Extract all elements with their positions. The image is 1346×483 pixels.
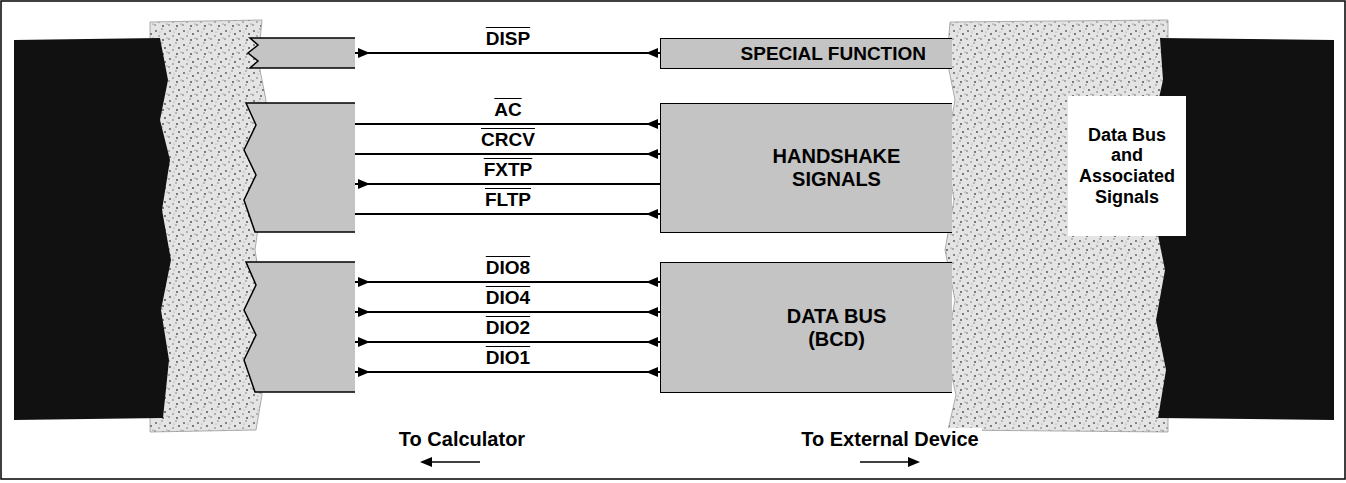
signal-group-tab: HANDSHAKE SIGNALS [660, 103, 952, 233]
group-name: SPECIAL FUNCTION [741, 43, 926, 65]
signal-name: DISP [483, 27, 533, 50]
direction-arrow [420, 457, 920, 467]
side-label-box: Data Bus and Associated Signals [1068, 96, 1186, 236]
signal-name: DIO4 [483, 286, 533, 309]
direction-caption: To Calculator [396, 428, 528, 450]
calculator-band [14, 38, 171, 420]
signal-name: AC [491, 98, 524, 121]
signal-wires [355, 53, 662, 372]
signal-name: FXTP [481, 158, 536, 181]
signal-name: DIO1 [483, 346, 533, 369]
group-name: DATA BUS (BCD) [772, 305, 902, 351]
calculator-tab [244, 103, 355, 232]
direction-caption: To External Device [798, 428, 981, 450]
signal-name: DIO2 [483, 316, 533, 339]
signal-group-tab: SPECIAL FUNCTION [660, 38, 952, 69]
calculator-tab [244, 262, 355, 392]
side-label: Data Bus and Associated Signals [1072, 125, 1182, 208]
signal-name: CRCV [478, 128, 538, 151]
signal-name: FLTP [482, 188, 534, 211]
signal-group-tab: DATA BUS (BCD) [660, 262, 952, 393]
signal-name: DIO8 [483, 256, 533, 279]
direction-arrow [428, 461, 912, 463]
arrowheads [358, 48, 658, 377]
calculator-tab [248, 38, 355, 68]
group-name: HANDSHAKE SIGNALS [731, 145, 942, 191]
